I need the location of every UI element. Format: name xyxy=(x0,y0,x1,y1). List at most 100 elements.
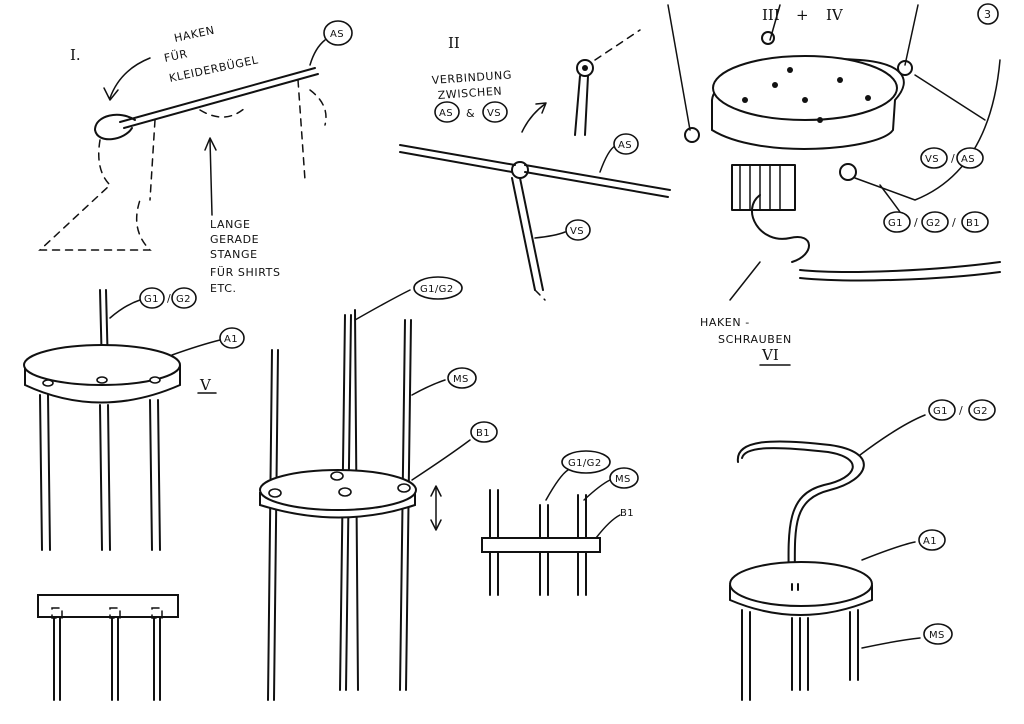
tag-b1-detail: B1 xyxy=(620,508,634,519)
numeral-4: IV xyxy=(826,6,844,24)
section-2-connection: II VERBINDUNG ZWISCHEN AS & VS AS VS xyxy=(399,29,671,301)
wire-left xyxy=(667,4,691,131)
leader-ms-detail xyxy=(583,479,611,501)
sep-4: / xyxy=(167,292,171,305)
section-1-hook-rod: I. HAKEN FÜR KLEIDERBÜGEL LANGE GERADE S… xyxy=(38,20,353,295)
leader-screw xyxy=(729,261,761,301)
ring-right xyxy=(897,60,913,76)
mid-disc-top xyxy=(259,469,417,511)
stand-rod-base xyxy=(791,583,799,591)
rod-lower-edge xyxy=(123,73,319,129)
ring-bottom xyxy=(839,163,857,181)
note-rod-line-5: ETC. xyxy=(210,282,237,295)
tag-circle-g-mid xyxy=(413,276,463,300)
numeral-6: VI xyxy=(761,346,779,364)
rod-right-b xyxy=(524,171,669,198)
tag-vs-4: VS xyxy=(925,154,939,165)
eye-dashed xyxy=(594,29,641,61)
stand-legs xyxy=(741,609,859,701)
tag-circle-g2-5 xyxy=(171,287,197,309)
tag-circle-as-2 xyxy=(434,101,460,123)
tag-circle-b1-mid xyxy=(470,421,498,443)
tag-circle-as xyxy=(323,20,353,46)
disc-hole-4 xyxy=(837,77,843,83)
dashed-support-1 xyxy=(149,119,156,201)
joint-ring xyxy=(511,161,529,179)
leader-g-5 xyxy=(109,299,141,319)
hanger-hook-outer xyxy=(736,440,865,591)
tag-circle-vs-4 xyxy=(920,147,948,169)
note-screw-line-1: HAKEN - xyxy=(700,316,750,329)
tag-circle-vs-3 xyxy=(565,219,591,241)
mid-hole-4 xyxy=(397,483,411,493)
detail-bar xyxy=(481,537,601,553)
note-rod-line-4: FÜR SHIRTS xyxy=(210,266,281,279)
leader-as-3 xyxy=(599,145,616,173)
tag-g1-4: G1 xyxy=(888,218,903,229)
leader-vs-3 xyxy=(534,231,566,239)
page-number-circle xyxy=(977,3,999,25)
sep-1: / xyxy=(951,152,955,165)
tag-circle-g1-5 xyxy=(139,287,165,309)
thread-lines xyxy=(739,164,781,211)
dashed-arc xyxy=(199,107,246,118)
tag-circle-a1-5 xyxy=(219,327,245,349)
disc-top xyxy=(712,55,898,121)
tag-circle-g-detail xyxy=(561,450,611,474)
rod-left-a xyxy=(399,144,516,166)
tag-g-detail: G1/G2 xyxy=(568,458,602,469)
screw-rod-b xyxy=(799,271,1001,282)
disc-hole-5-1 xyxy=(96,376,108,384)
tag-b1-4: B1 xyxy=(966,218,980,229)
leader-as xyxy=(309,39,326,66)
sep-3: / xyxy=(952,216,956,229)
arrowhead-connection xyxy=(535,102,547,114)
tag-circle-as-4 xyxy=(956,147,984,169)
vertical-rod-b xyxy=(519,177,544,291)
tag-g1-5: G1 xyxy=(144,294,159,305)
tag-a1-5: A1 xyxy=(224,334,238,345)
plus-sign: + xyxy=(796,6,809,24)
disc-hole-5 xyxy=(865,95,871,101)
disc-top-5 xyxy=(23,344,181,386)
tag-ms-detail: MS xyxy=(615,474,631,485)
note-hook-line-1: HAKEN xyxy=(173,24,216,45)
leader-ms-stand xyxy=(861,637,921,649)
note-connection-line-2: ZWISCHEN xyxy=(437,85,502,102)
tag-g1-stand: G1 xyxy=(933,406,948,417)
tag-vs-2: VS xyxy=(487,108,501,119)
tag-as-4: AS xyxy=(961,154,975,165)
vertical-rod-a xyxy=(511,177,536,291)
disc-hole-3 xyxy=(802,97,808,103)
tag-as-2: AS xyxy=(439,108,453,119)
arrowheads-up-down xyxy=(430,485,442,531)
plan-dash-1 xyxy=(51,607,63,619)
wire-vs-as xyxy=(914,74,986,121)
disc-hole-6 xyxy=(742,97,748,103)
mid-hole-1 xyxy=(268,488,282,498)
dashed-curve xyxy=(309,89,327,126)
leader-b1-mid xyxy=(411,439,471,481)
tag-g2-4: G2 xyxy=(926,218,941,229)
screw-rod-a xyxy=(799,261,1001,273)
note-hook-line-2: FÜR xyxy=(163,47,189,65)
arrowhead-hook xyxy=(103,87,119,101)
eye-stem-a xyxy=(574,75,581,136)
leader-a1-stand xyxy=(861,541,916,561)
ring-left xyxy=(684,127,700,143)
section-detail-bar: G1/G2 MS B1 xyxy=(481,450,639,596)
tag-b1-mid: B1 xyxy=(476,428,490,439)
tag-circle-ms-mid xyxy=(447,367,477,389)
vertical-dashed xyxy=(534,289,546,301)
rod-upper-edge xyxy=(119,67,316,123)
tag-circle-vs-2 xyxy=(482,101,508,123)
tag-g-mid: G1/G2 xyxy=(420,284,454,295)
eye-ring xyxy=(576,59,594,77)
hanger-hook-inner xyxy=(741,447,854,591)
plan-dash-3 xyxy=(151,607,163,619)
page-number: 3 xyxy=(984,8,992,21)
wire-right xyxy=(904,4,919,66)
arrowhead-rod xyxy=(204,137,217,151)
and-sign: & xyxy=(466,107,475,120)
